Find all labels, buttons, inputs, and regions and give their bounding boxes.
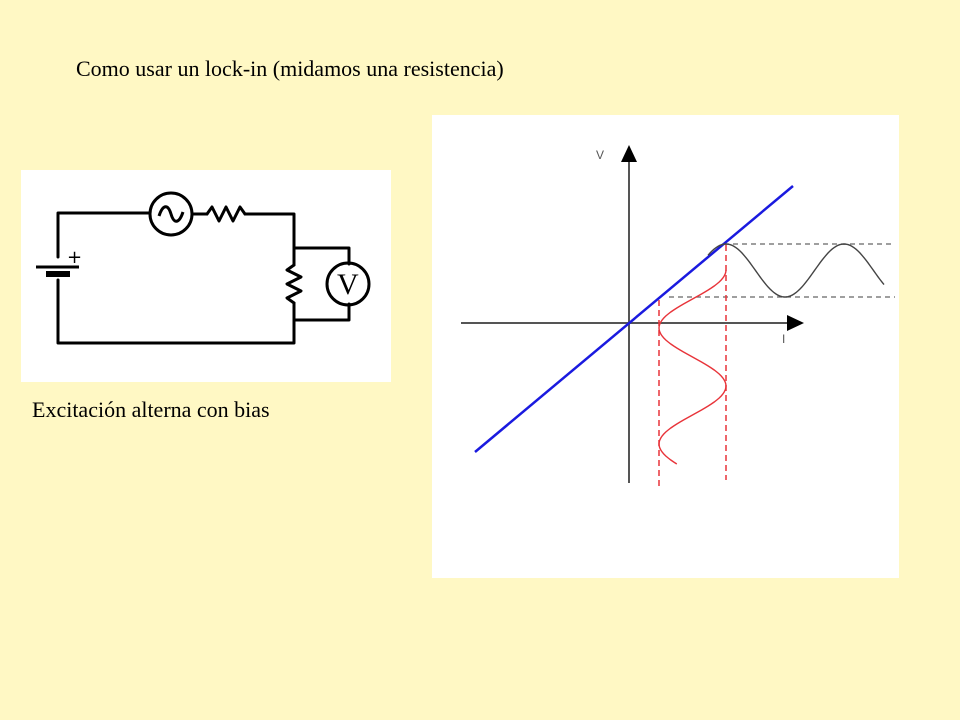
voltmeter: [325, 261, 371, 307]
wire-voltmeter-top: [292, 246, 351, 266]
current-signal: [658, 269, 727, 465]
iv-plot: V I: [432, 115, 899, 578]
circuit-caption: Excitación alterna con bias: [32, 397, 270, 422]
x-axis-label: I: [782, 332, 785, 346]
resistor-under-test: [285, 263, 303, 305]
wire-voltmeter-bottom: [292, 302, 351, 322]
y-axis-label: V: [596, 148, 604, 162]
iv-line: [474, 185, 794, 453]
voltmeter-label: V: [337, 268, 359, 301]
circuit-diagram: + V: [21, 170, 391, 382]
ac-source-sine-icon: [157, 205, 185, 223]
voltage-signal: [707, 243, 885, 298]
battery-plus-sign: +: [67, 247, 82, 268]
wire-right: [56, 278, 296, 345]
wire-top-left: [56, 211, 151, 259]
series-resistor: [205, 205, 247, 223]
iv-plot-svg: V I: [461, 145, 895, 490]
y-axis-arrow: [621, 145, 637, 162]
x-axis-arrow: [787, 315, 804, 331]
wire-top-right: [243, 212, 296, 267]
circuit-svg: + V: [36, 191, 371, 345]
slide-title: Como usar un lock-in (midamos una resist…: [76, 56, 504, 81]
